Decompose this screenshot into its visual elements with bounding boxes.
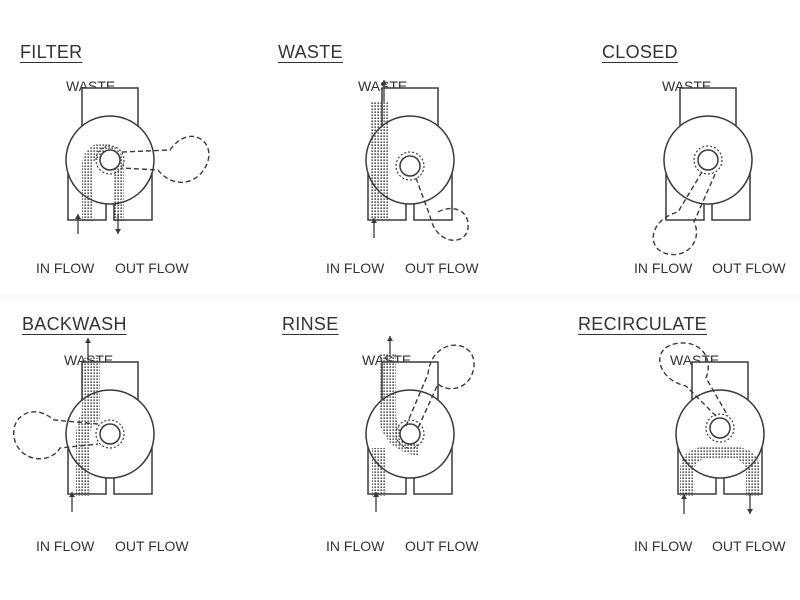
rotor-teeth <box>705 413 735 443</box>
panel-title: FILTER <box>20 42 83 62</box>
valve-diagram-closed <box>652 87 753 256</box>
arrow-head <box>387 336 393 341</box>
arrow-head <box>371 218 377 223</box>
rotor-teeth <box>95 145 125 175</box>
rotor-hub <box>399 423 421 445</box>
rotor-hub <box>399 155 421 177</box>
panel-filter: FILTER WASTE IN FLOW OUT FLOW <box>0 30 260 300</box>
flow-path <box>380 354 418 456</box>
arrow-head <box>373 492 379 497</box>
panel-title: BACKWASH <box>22 314 127 334</box>
arrow-head <box>381 80 387 85</box>
rotor-hub <box>709 417 731 439</box>
in-flow-label: IN FLOW <box>36 260 95 276</box>
rotor-teeth <box>693 145 723 175</box>
out-flow-label: OUT FLOW <box>115 260 189 276</box>
out-flow-label: OUT FLOW <box>405 260 479 276</box>
rotor-hub <box>99 423 121 445</box>
arrow-head <box>69 492 75 497</box>
panel-recirculate: RECIRCULATE WASTE IN FLOW OUT FLOW <box>578 306 800 576</box>
row-separator <box>0 292 800 302</box>
panel-closed: CLOSED WASTE IN FLOW OUT FLOW <box>598 30 800 300</box>
in-flow-label: IN FLOW <box>634 260 693 276</box>
arrow-head <box>85 338 91 343</box>
rotor-teeth <box>395 419 425 449</box>
valve-diagram-backwash <box>13 338 155 512</box>
out-flow-label: OUT FLOW <box>712 538 786 554</box>
arrow-head <box>75 214 81 219</box>
flow-path <box>370 102 388 218</box>
out-flow-label: OUT FLOW <box>115 538 189 554</box>
out-flow-label: OUT FLOW <box>405 538 479 554</box>
arrow-head <box>747 509 753 514</box>
out-flow-label: OUT FLOW <box>712 260 786 276</box>
panel-title: RINSE <box>282 314 339 334</box>
panel-backwash: BACKWASH WASTE IN FLOW OUT FLOW <box>0 306 260 576</box>
rotor-outline <box>659 342 729 417</box>
valve-diagram-rinse <box>365 336 475 512</box>
flow-path <box>76 358 100 496</box>
in-flow-label: IN FLOW <box>326 538 385 554</box>
rotor-outline <box>121 135 210 184</box>
arrow-head <box>681 494 687 499</box>
valve-diagram-waste <box>365 80 469 241</box>
valve-diagram-filter <box>65 87 210 234</box>
rotor-outline <box>405 344 475 429</box>
flow-path <box>372 448 386 496</box>
panel-title: CLOSED <box>602 42 678 62</box>
panel-waste: WASTE WASTE IN FLOW OUT FLOW <box>278 30 550 300</box>
rotor-teeth <box>95 419 125 449</box>
rotor-outline <box>652 171 717 256</box>
panel-rinse: RINSE WASTE IN FLOW OUT FLOW <box>282 306 550 576</box>
panel-title: WASTE <box>278 42 343 62</box>
in-flow-label: IN FLOW <box>634 538 693 554</box>
in-flow-label: IN FLOW <box>36 538 95 554</box>
arrow-head <box>115 229 121 234</box>
in-flow-label: IN FLOW <box>326 260 385 276</box>
rotor-hub <box>697 149 719 171</box>
valve-diagram-recirculate <box>659 342 765 514</box>
rotor-teeth <box>395 151 425 181</box>
panel-title: RECIRCULATE <box>578 314 707 334</box>
rotor-hub <box>99 149 121 171</box>
rotor-outline <box>415 177 469 241</box>
flow-path <box>680 445 760 496</box>
